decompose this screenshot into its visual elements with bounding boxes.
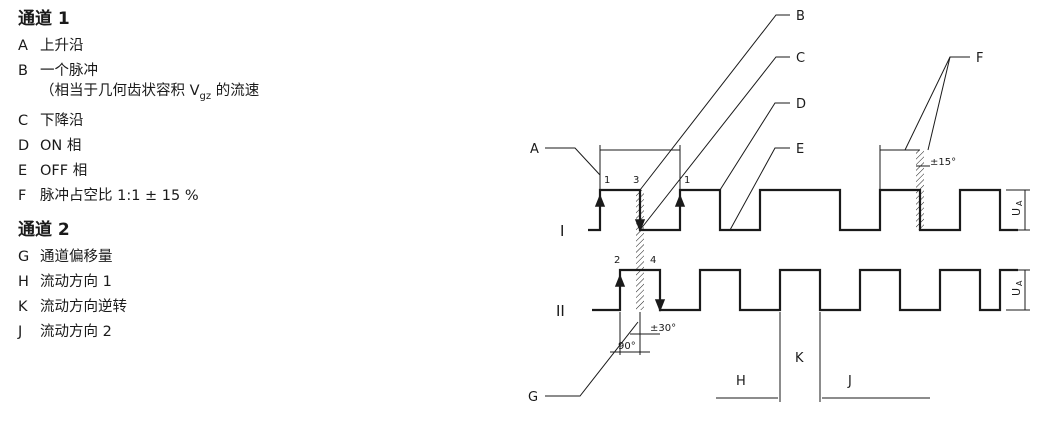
legend-text: 上升沿 <box>40 38 84 54</box>
legend-key: B <box>18 63 28 79</box>
legend-item-g: G 通道偏移量 <box>18 245 478 270</box>
callout-lines <box>545 14 1030 402</box>
amplitude-label-sub: A <box>1015 200 1024 206</box>
legend-key: F <box>18 187 27 204</box>
legend-key: D <box>18 137 30 154</box>
edge-number: 3 <box>633 175 639 186</box>
channel-1-title-word: 通道 <box>18 9 52 29</box>
callout-e: E <box>796 142 804 157</box>
legend-note-text: （相当于几何齿状容积 V <box>40 83 200 99</box>
legend-key: G <box>18 248 30 265</box>
legend-item-k: K 流动方向逆转 <box>18 295 478 320</box>
amplitude-label-sub: A <box>1015 280 1024 286</box>
amplitude-label-text: U <box>1010 208 1023 216</box>
channel-1-title: 通道 1 <box>18 4 478 34</box>
tolerance-f-label: ±15° <box>930 157 956 168</box>
legend-text: ON 相 <box>40 137 82 154</box>
legend-item-b-note: （相当于几何齿状容积 Vgz 的流速 <box>18 81 478 107</box>
channel-2-waveform <box>592 268 1018 312</box>
channel-2-title-word: 通道 <box>18 219 52 240</box>
edge-number: 1 <box>684 175 690 186</box>
legend-key: C <box>18 112 29 129</box>
legend-key: A <box>18 38 28 54</box>
legend-note-subscript: gz <box>199 90 212 102</box>
channel-label-2: II <box>556 302 565 320</box>
callout-j: J <box>847 374 852 389</box>
legend-text: 流动方向 1 <box>40 273 112 290</box>
legend-item-j: J 流动方向 2 <box>18 320 478 345</box>
callout-b: B <box>796 9 805 24</box>
legend-key: H <box>18 273 29 290</box>
legend-text: 流动方向 2 <box>40 323 112 340</box>
callout-d: D <box>796 97 806 112</box>
legend-item-d: D ON 相 <box>18 134 478 159</box>
callout-k: K <box>795 351 804 366</box>
edge-number: 4 <box>650 255 656 266</box>
legend-item-f: F 脉冲占空比 1:1 ± 15 % <box>18 184 478 209</box>
legend-item-h: H 流动方向 1 <box>18 270 478 295</box>
legend-key: E <box>18 162 28 179</box>
channel-2-title: 通道 2 <box>18 215 478 245</box>
callout-g: G <box>528 390 538 405</box>
duty-tolerance-band <box>916 150 924 230</box>
legend-text: OFF 相 <box>40 162 88 179</box>
channel-1-title-num: 1 <box>57 9 70 29</box>
legend-text: 一个脉冲 <box>40 63 98 79</box>
legend-text: 脉冲占空比 1:1 ± 15 % <box>40 187 199 204</box>
legend-key: J <box>18 323 23 340</box>
legend-key: K <box>18 298 28 315</box>
legend-item-c: C 下降沿 <box>18 109 478 134</box>
edge-number: 2 <box>614 255 620 266</box>
edge-tolerance-band <box>636 190 644 310</box>
callout-f: F <box>976 51 983 66</box>
amplitude-label-1: U A <box>1010 200 1024 216</box>
legend-text: 下降沿 <box>40 112 84 129</box>
legend-item-a: A 上升沿 <box>18 34 478 59</box>
amplitude-label-2: U A <box>1010 280 1024 296</box>
channel-label-1: I <box>560 222 564 240</box>
channel-2-title-num: 2 <box>57 219 70 240</box>
callout-c: C <box>796 51 805 66</box>
legend-text: 流动方向逆转 <box>40 298 127 315</box>
edge-number: 1 <box>604 175 610 186</box>
edge-arrows <box>594 193 686 313</box>
legend-panel: 通道 1 A 上升沿 B 一个脉冲 （相当于几何齿状容积 Vgz 的流速 C 下… <box>18 4 478 345</box>
legend-text: 通道偏移量 <box>40 248 113 265</box>
legend-item-e: E OFF 相 <box>18 159 478 184</box>
pulse-timing-diagram: 1 3 1 2 4 I II <box>528 9 1030 405</box>
channel-1-waveform <box>588 188 1018 232</box>
callout-a: A <box>530 142 539 157</box>
legend-note-tail: 的流速 <box>211 83 260 99</box>
legend-item-b: B 一个脉冲 <box>18 59 478 84</box>
phase-angle-label: 90° <box>618 341 636 352</box>
callout-h: H <box>736 374 746 389</box>
tolerance-g-label: ±30° <box>650 323 676 334</box>
amplitude-label-text: U <box>1010 288 1023 296</box>
